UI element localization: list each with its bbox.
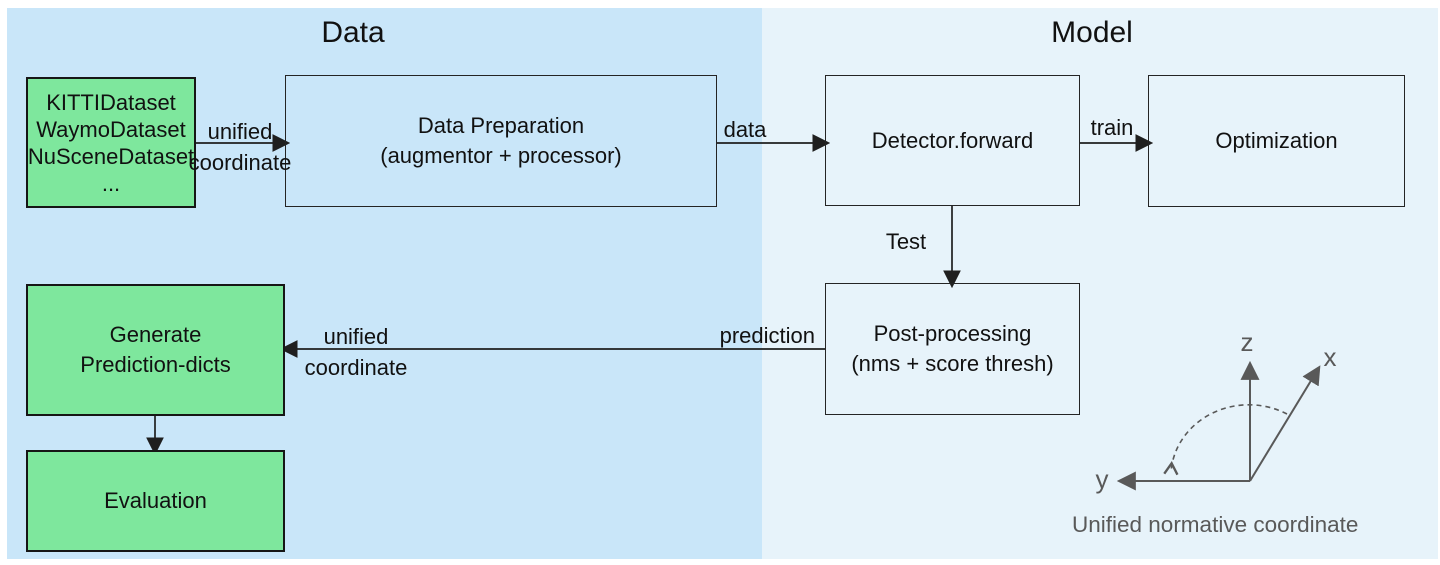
edge-label-prediction: prediction: [719, 323, 815, 348]
edge-label-line: coordinate: [304, 355, 408, 380]
data-preparation-line: (augmentor + processor): [380, 143, 622, 168]
post-processing-line: Post-processing: [873, 321, 1032, 346]
edge-label-data: data: [723, 117, 767, 142]
x-axis-label: x: [1323, 342, 1337, 372]
datasets-line: KITTIDataset: [46, 89, 176, 115]
datasets-line: NuSceneDataset: [27, 143, 195, 169]
datasets-box: KITTIDataset WaymoDataset NuSceneDataset…: [26, 77, 196, 208]
detector-forward-label: Detector.forward: [871, 127, 1034, 153]
evaluation-box: Evaluation: [26, 450, 285, 552]
data-section-title: Data: [321, 16, 385, 49]
rotation-arc: [1163, 404, 1288, 476]
edge-label-unified-coordinate-bottom: unified coordinate: [286, 321, 426, 383]
edge-label-line: coordinate: [188, 150, 292, 175]
datasets-line: WaymoDataset: [36, 116, 186, 142]
edge-label-line: unified: [207, 119, 273, 144]
edge-label-line: unified: [323, 324, 389, 349]
generate-prediction-line: Prediction-dicts: [80, 352, 231, 377]
model-section-title: Model: [1051, 16, 1133, 49]
optimization-box: Optimization: [1148, 75, 1405, 207]
edge-label-train: train: [1090, 115, 1134, 140]
generate-prediction-dicts-box: Generate Prediction-dicts: [26, 284, 285, 416]
optimization-label: Optimization: [1215, 128, 1338, 153]
edge-label-test: Test: [885, 229, 927, 254]
x-axis-arrow: [1249, 365, 1321, 482]
post-processing-line: (nms + score thresh): [851, 351, 1054, 376]
y-axis-label: y: [1095, 464, 1109, 494]
datasets-line: ...: [101, 170, 121, 196]
edge-label-unified-coordinate-top: unified coordinate: [165, 116, 315, 178]
post-processing-box: Post-processing (nms + score thresh): [825, 283, 1080, 415]
data-preparation-line: Data Preparation: [417, 113, 585, 138]
data-preparation-box: Data Preparation (augmentor + processor): [285, 75, 717, 207]
generate-prediction-line: Generate: [109, 322, 202, 347]
axes-caption: Unified normative coordinate: [1072, 512, 1359, 537]
z-axis-label: z: [1240, 327, 1254, 357]
detector-forward-box: Detector.forward: [825, 75, 1080, 206]
evaluation-label: Evaluation: [104, 488, 207, 513]
